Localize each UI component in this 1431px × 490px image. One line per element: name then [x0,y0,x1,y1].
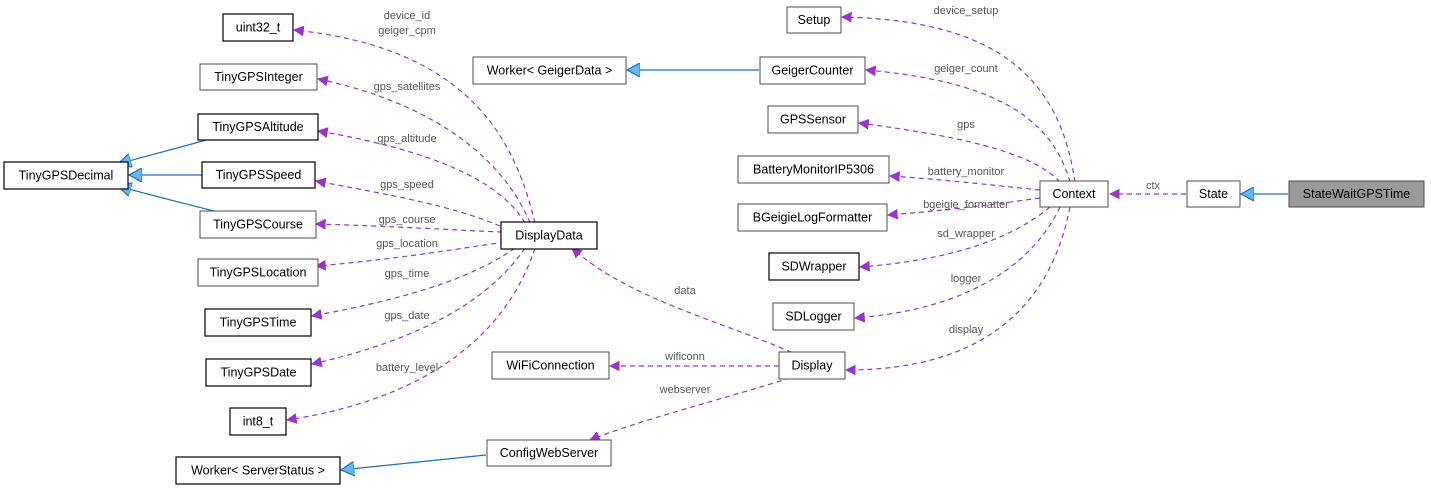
label-wificonn: wificonn [664,351,705,363]
edge-gps-date [310,247,526,368]
svg-text:Display: Display [792,359,834,373]
label-sd-wrapper: sd_wrapper [937,228,995,240]
node-gpssensor[interactable]: GPSSensor [767,105,859,134]
node-displaydata[interactable]: DisplayData [500,221,598,250]
label-device-id: device_id [384,10,430,22]
label-device-setup: device_setup [934,5,999,17]
svg-text:TinyGPSCourse: TinyGPSCourse [213,218,303,232]
svg-text:Setup: Setup [798,13,831,27]
edge-gps-satellites [316,75,531,224]
node-worker-serverstatus[interactable]: Worker< ServerStatus > [175,456,341,485]
edge-geiger-count [864,65,1071,183]
label-gps-course: gps_course [379,214,436,226]
edge-battery-monitor [888,171,1041,191]
label-battery-level: battery_level [376,362,438,374]
edge-sd-wrapper [858,206,1051,272]
svg-text:Worker< GeigerData >: Worker< GeigerData > [487,64,613,78]
inherit-configwebserver-worker [341,454,487,470]
label-data: data [674,285,696,297]
svg-text:TinyGPSDate: TinyGPSDate [221,366,297,380]
label-ctx: ctx [1146,180,1161,192]
svg-text:WiFiConnection: WiFiConnection [506,359,594,373]
node-wificonnection[interactable]: WiFiConnection [491,351,610,380]
svg-text:ConfigWebServer: ConfigWebServer [500,446,598,460]
edge-labels: device_id geiger_cpm gps_satellites gps_… [374,5,1161,396]
edge-gps-altitude [316,127,526,224]
node-tinygpscourse[interactable]: TinyGPSCourse [199,210,317,239]
node-state[interactable]: State [1186,180,1241,208]
label-webserver: webserver [659,384,711,396]
svg-text:StateWaitGPSTime: StateWaitGPSTime [1303,187,1410,201]
node-tinygpsinteger[interactable]: TinyGPSInteger [199,63,318,91]
label-gps-altitude: gps_altitude [377,133,436,145]
label-display: display [949,324,984,336]
node-configwebserver[interactable]: ConfigWebServer [486,439,612,467]
svg-text:TinyGPSDecimal: TinyGPSDecimal [19,169,114,183]
svg-text:SDLogger: SDLogger [785,310,841,324]
edge-logger [853,206,1061,323]
node-setup[interactable]: Setup [786,6,842,34]
svg-text:GPSSensor: GPSSensor [780,113,846,127]
node-tinygpstime[interactable]: TinyGPSTime [204,308,312,337]
node-sdwrapper[interactable]: SDWrapper [768,252,860,281]
node-sdlogger[interactable]: SDLogger [772,302,855,331]
node-bgeigielogformatter[interactable]: BGeigieLogFormatter [737,203,888,232]
nodes: uint32_t TinyGPSInteger TinyGPSAltitude … [3,6,1425,485]
svg-text:Context: Context [1052,187,1096,201]
node-uint32-t[interactable]: uint32_t [222,13,294,42]
svg-text:Worker< ServerStatus >: Worker< ServerStatus > [191,464,325,478]
svg-text:BatteryMonitorIP5306: BatteryMonitorIP5306 [753,163,874,177]
svg-text:int8_t: int8_t [243,415,274,429]
svg-text:GeigerCounter: GeigerCounter [772,64,854,78]
node-tinygpsspeed[interactable]: TinyGPSSpeed [201,161,316,189]
edge-display [844,206,1071,376]
edges [118,11,1288,470]
node-worker-geigerdata[interactable]: Worker< GeigerData > [472,56,627,85]
label-gps-speed: gps_speed [380,179,434,191]
edge-device-setup [840,11,1076,183]
label-logger: logger [951,273,982,285]
edge-bgeigie-formatter [886,197,1041,220]
edge-webserver [588,377,791,442]
label-gps-satellites: gps_satellites [374,81,441,93]
edge-gps-speed [314,177,501,227]
svg-text:TinyGPSAltitude: TinyGPSAltitude [212,120,303,134]
edge-device-id [292,25,536,224]
svg-text:TinyGPSSpeed: TinyGPSSpeed [216,168,302,182]
node-tinygpslocation[interactable]: TinyGPSLocation [197,258,319,287]
node-int8-t[interactable]: int8_t [229,407,287,436]
edge-gps-time [310,247,516,320]
svg-text:uint32_t: uint32_t [236,21,281,35]
node-display[interactable]: Display [778,351,846,380]
edge-gps-location [314,241,506,271]
node-geigercounter[interactable]: GeigerCounter [759,56,866,85]
svg-text:TinyGPSInteger: TinyGPSInteger [214,70,302,84]
node-batterymonitorip5306[interactable]: BatteryMonitorIP5306 [737,155,890,184]
edge-data [571,247,801,357]
node-tinygpsaltitude[interactable]: TinyGPSAltitude [197,113,319,141]
node-tinygpsdecimal[interactable]: TinyGPSDecimal [3,161,129,190]
label-gps: gps [957,119,975,131]
label-battery-monitor: battery_monitor [928,166,1005,178]
node-context[interactable]: Context [1039,180,1109,208]
svg-text:TinyGPSLocation: TinyGPSLocation [210,266,307,280]
svg-text:SDWrapper: SDWrapper [781,260,846,274]
edge-battery-level [285,247,536,424]
svg-text:TinyGPSTime: TinyGPSTime [220,316,297,330]
node-statewaitgpstime[interactable]: StateWaitGPSTime [1288,180,1425,208]
label-gps-date: gps_date [384,310,429,322]
svg-text:BGeigieLogFormatter: BGeigieLogFormatter [753,211,873,225]
label-bgeigie-formatter: bgeigie_formatter [923,199,1009,211]
svg-text:State: State [1199,187,1228,201]
node-tinygpsdate[interactable]: TinyGPSDate [205,358,312,387]
inherit-course-decimal [118,186,219,213]
label-geiger-cpm: geiger_cpm [378,25,435,37]
label-geiger-count: geiger_count [934,63,998,75]
label-gps-time: gps_time [385,268,430,280]
svg-text:DisplayData: DisplayData [515,229,582,243]
edge-gps-course [314,218,503,233]
label-gps-location: gps_location [376,238,438,250]
